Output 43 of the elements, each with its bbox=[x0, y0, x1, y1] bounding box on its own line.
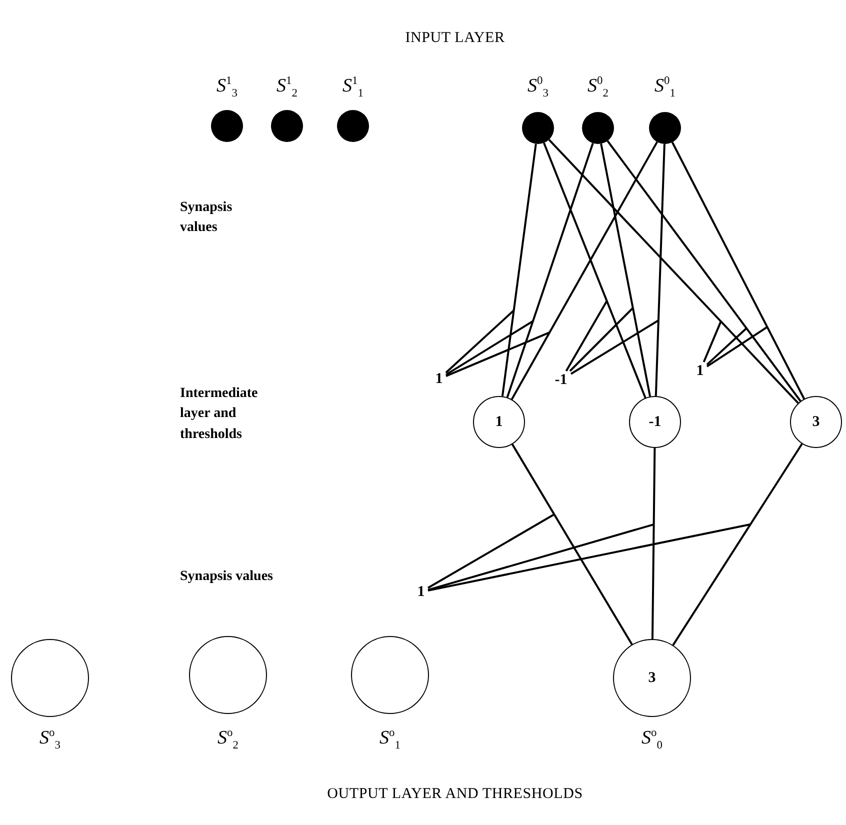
input-neuron-dot bbox=[337, 110, 369, 142]
leader-line bbox=[565, 300, 608, 372]
weight-value: 1 bbox=[414, 583, 428, 601]
leader-line bbox=[428, 514, 555, 589]
input-neuron-dot bbox=[211, 110, 243, 142]
leader-line bbox=[706, 326, 768, 368]
leader-line bbox=[702, 321, 722, 362]
weight-value: -1 bbox=[551, 371, 571, 389]
leader-line bbox=[569, 307, 634, 372]
row-label: Synapsis values bbox=[180, 199, 234, 238]
leader-line bbox=[706, 328, 748, 366]
synapse-line bbox=[548, 138, 799, 404]
weight-value: 1 bbox=[432, 370, 446, 388]
synapse-line bbox=[651, 448, 656, 640]
synapse-line bbox=[600, 144, 652, 397]
row-label: Synapsis values bbox=[180, 568, 274, 586]
leader-line bbox=[446, 332, 550, 377]
row-label: Intermediate layer and thresholds bbox=[180, 385, 259, 444]
input-neuron-dot bbox=[271, 110, 303, 142]
synapse-line bbox=[501, 144, 537, 396]
leader-line bbox=[570, 320, 659, 375]
leader-line bbox=[445, 310, 514, 374]
synapse-line bbox=[672, 443, 803, 646]
synapse-line bbox=[510, 141, 658, 400]
synapse-line bbox=[606, 140, 802, 402]
layer-heading: INPUT LAYER bbox=[405, 30, 505, 47]
input-neuron-dot bbox=[522, 112, 554, 144]
synapse-line bbox=[506, 142, 594, 398]
synapse-line bbox=[671, 142, 805, 400]
neuron-circle: 3 bbox=[790, 396, 842, 448]
synapse-line bbox=[654, 144, 666, 396]
neuron-circle: 1 bbox=[473, 396, 525, 448]
synapse-line bbox=[511, 444, 633, 646]
synapse-line bbox=[542, 142, 646, 398]
leader-line bbox=[445, 320, 534, 376]
leader-line bbox=[428, 523, 654, 591]
layer-heading: OUTPUT LAYER AND THRESHOLDS bbox=[327, 786, 583, 803]
neuron-circle: 3 bbox=[613, 639, 691, 717]
neuron-circle: -1 bbox=[629, 396, 681, 448]
leader-line bbox=[428, 523, 751, 592]
input-neuron-dot bbox=[649, 112, 681, 144]
weight-value: 1 bbox=[693, 362, 707, 380]
input-neuron-dot bbox=[582, 112, 614, 144]
